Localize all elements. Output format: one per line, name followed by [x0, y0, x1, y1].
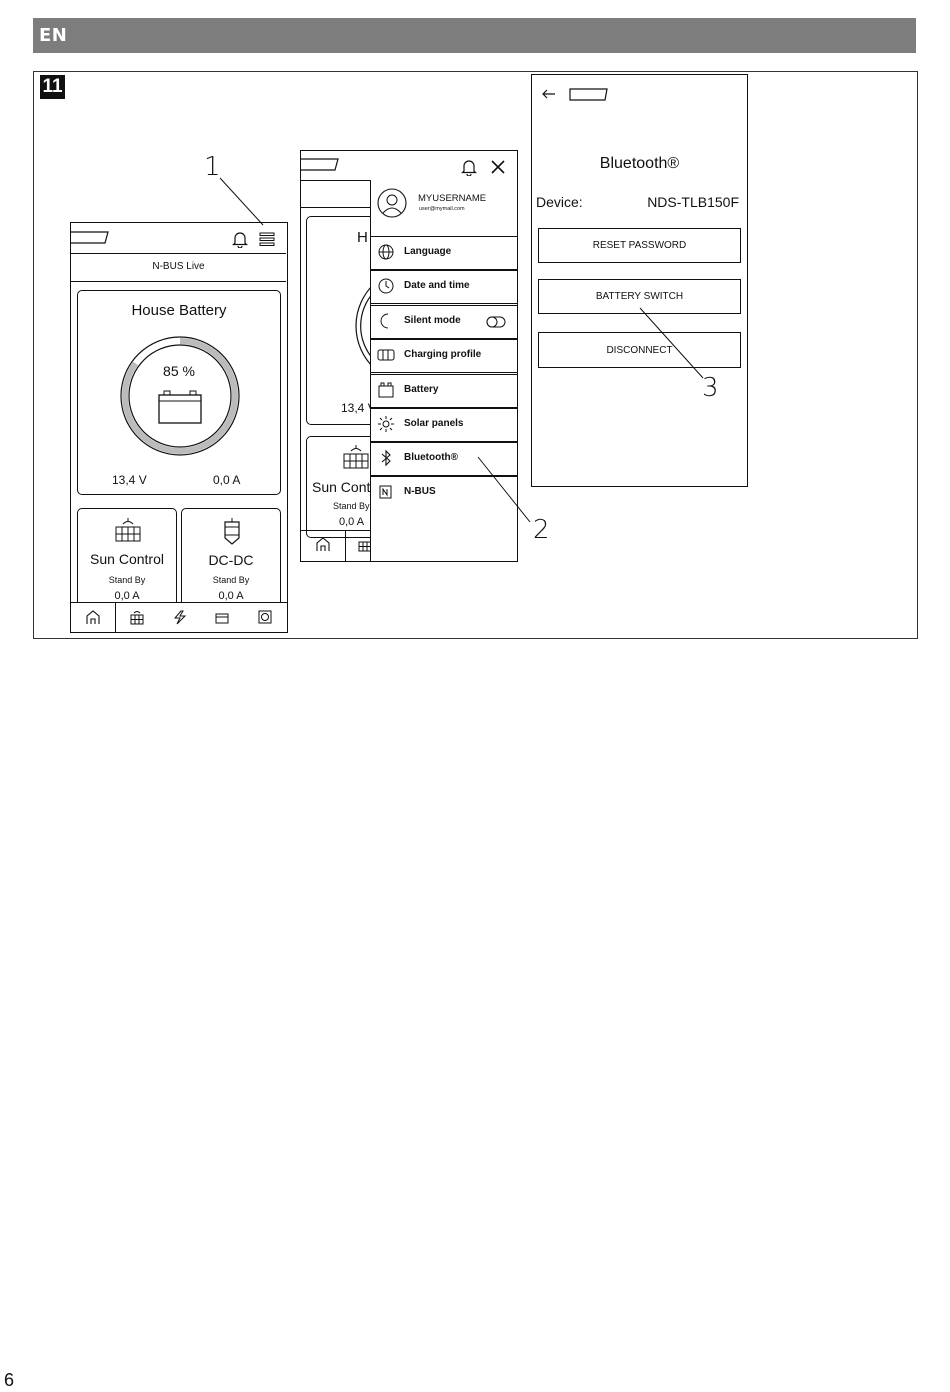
current-value: 0,0 A	[213, 473, 241, 487]
dcdc-card[interactable]: DC-DC Stand By 0,0 A	[181, 508, 281, 620]
menu-item-label: Date and time	[404, 280, 470, 291]
menu-item-date-and-time[interactable]: Date and time	[371, 270, 517, 304]
menu-item-label: Silent mode	[404, 315, 461, 326]
menu-item-label: Battery	[404, 384, 439, 395]
menu-item-label: Language	[404, 246, 452, 257]
sun-control-status: Stand By	[108, 575, 146, 585]
battery-percent: 85 %	[163, 363, 195, 379]
username: MYUSERNAME	[418, 193, 487, 204]
menu-item-label: Bluetooth®	[404, 452, 459, 463]
page-number: 6	[4, 1370, 15, 1390]
sun-control-title: Sun Control	[90, 551, 164, 567]
menu-item-label: Solar panels	[404, 418, 464, 429]
menu-item-battery[interactable]: Battery	[371, 374, 517, 408]
hamburger-menu-icon[interactable]	[259, 232, 275, 246]
menu-item-label: Charging profile	[404, 349, 482, 360]
charging-icon	[377, 346, 395, 364]
device-label: Device:	[536, 194, 583, 210]
bg-gauge-arc	[355, 283, 375, 369]
menu-item-solar-panels[interactable]: Solar panels	[371, 408, 517, 442]
avatar-icon	[377, 188, 407, 218]
logo-placeholder-icon	[301, 158, 339, 171]
home-icon[interactable]	[316, 537, 330, 552]
sun-control-card[interactable]: Sun Control Stand By 0,0 A	[77, 508, 177, 620]
disconnect-button[interactable]: DISCONNECT	[538, 332, 741, 368]
live-label: N-BUS Live	[152, 261, 205, 272]
bg-current-partial: 0,0 A	[339, 516, 365, 528]
battery-icon	[158, 390, 202, 424]
sun-control-current: 0,0 A	[114, 590, 140, 602]
device-value: NDS-TLB150F	[647, 194, 739, 210]
callout-lines	[219, 177, 704, 523]
bluetooth-title: Bluetooth®	[599, 155, 680, 172]
callout-3: 3	[702, 373, 719, 403]
solar-panel-icon	[115, 518, 141, 542]
logo-placeholder-icon	[569, 88, 608, 101]
battery-nav-icon[interactable]	[215, 611, 229, 624]
dcdc-status: Stand By	[212, 575, 250, 585]
globe-icon	[377, 243, 395, 261]
live-bar[interactable]: N-BUS Live	[71, 253, 286, 282]
solar-panel-icon	[343, 445, 369, 469]
bluetooth-icon	[377, 449, 395, 467]
nbus-icon	[377, 483, 395, 501]
language-bar: EN	[33, 18, 916, 53]
dcdc-title: DC-DC	[208, 552, 254, 568]
bell-icon[interactable]	[461, 158, 477, 176]
figure-number: 11	[40, 75, 65, 99]
battery-gauge	[120, 336, 240, 456]
menu-item-n-bus[interactable]: N-BUS	[371, 476, 517, 509]
sun-icon	[377, 415, 395, 433]
menu-item-charging-profile[interactable]: Charging profile	[371, 339, 517, 373]
screen-bluetooth: Bluetooth® Device: NDS-TLB150F RESET PAS…	[531, 74, 748, 487]
bottom-nav	[71, 602, 287, 632]
clock-icon	[377, 277, 395, 295]
battery-switch-button[interactable]: BATTERY SWITCH	[538, 279, 741, 314]
square-icon[interactable]	[258, 610, 272, 624]
screen-home: N-BUS Live House Battery 85 % 13,4 V 0,0…	[70, 222, 288, 633]
menu-item-silent-mode[interactable]: Silent mode	[371, 305, 517, 339]
menu-item-label: N-BUS	[404, 486, 436, 497]
card-title: House Battery	[131, 302, 227, 319]
solar-icon[interactable]	[130, 610, 144, 625]
figure-frame: 11	[33, 71, 918, 639]
menu-item-bluetooth[interactable]: Bluetooth®	[371, 442, 517, 476]
home-icon[interactable]	[86, 610, 100, 625]
logo-placeholder-icon	[71, 231, 109, 244]
language-code: EN	[39, 25, 68, 46]
callout-2: 2	[533, 515, 550, 545]
dcdc-converter-icon	[224, 518, 240, 545]
battery-icon	[377, 381, 395, 399]
moon-icon	[377, 312, 395, 330]
user-email: user@mymail.com	[419, 206, 465, 212]
dcdc-current: 0,0 A	[218, 590, 244, 602]
bg-card-title-partial: H	[357, 229, 368, 246]
reset-password-button[interactable]: RESET PASSWORD	[538, 228, 741, 263]
back-arrow-icon[interactable]	[541, 88, 557, 100]
silent-mode-toggle[interactable]	[486, 316, 506, 328]
bell-icon[interactable]	[232, 230, 248, 248]
menu-item-language[interactable]: Language	[371, 236, 517, 270]
bg-sun-title-partial: Sun Cont	[312, 479, 371, 495]
bg-voltage-partial: 13,4 V	[341, 401, 376, 415]
callout-1: 1	[204, 152, 221, 182]
bg-status-partial: Stand By	[333, 501, 370, 511]
lightning-icon[interactable]	[172, 610, 188, 625]
close-icon[interactable]	[490, 159, 506, 175]
house-battery-card[interactable]: House Battery 85 % 13,4 V 0,0 A	[77, 290, 281, 495]
screen-menu: H 13,4 V Sun Cont Stand By 0,0 A MYUSERN…	[300, 150, 518, 562]
voltage-value: 13,4 V	[112, 473, 147, 487]
